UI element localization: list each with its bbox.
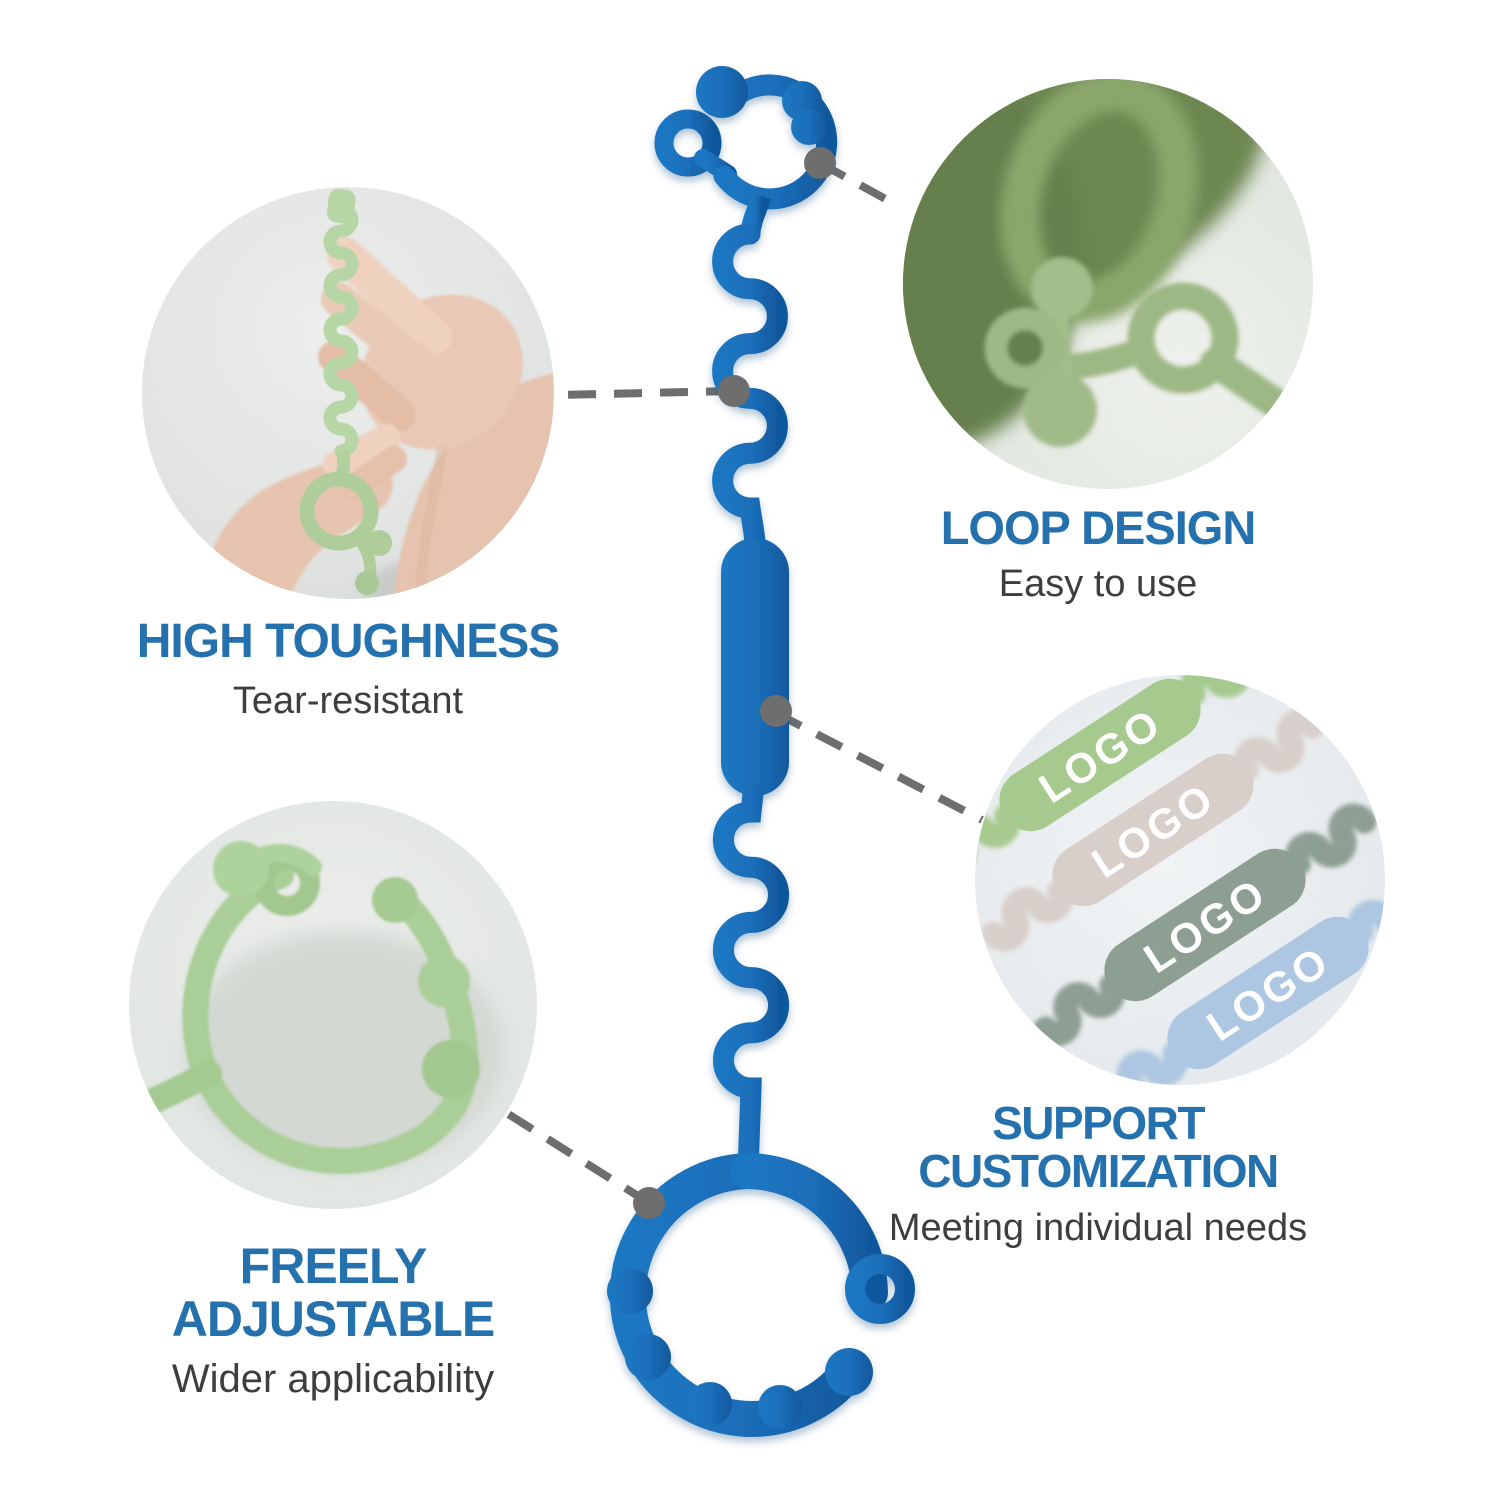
green-loop xyxy=(129,841,480,1174)
feature-subtitle: Meeting individual needs xyxy=(888,1206,1308,1249)
feature-title: HIGH TOUGHNESS xyxy=(136,615,561,668)
bead xyxy=(607,1268,653,1314)
feature-loop-design: LOOP DESIGN Easy to use xyxy=(848,503,1348,606)
bottom-small-ring xyxy=(845,1254,915,1324)
logo-straps-photo: LOGO LOGO LOGO LOGO xyxy=(975,675,1385,1085)
capsule-section xyxy=(721,538,789,796)
top-loop xyxy=(654,66,838,238)
photo-loop-design xyxy=(903,79,1313,489)
bead xyxy=(688,1382,732,1426)
bead xyxy=(696,66,748,118)
bead xyxy=(825,1348,873,1396)
callout-dot xyxy=(760,695,792,727)
feature-support-customization: SUPPORT CUSTOMIZATION Meeting individual… xyxy=(823,1099,1373,1249)
callout-line-customization xyxy=(774,709,984,824)
green-strap xyxy=(299,188,392,595)
callout-dot xyxy=(804,147,836,179)
feature-freely-adjustable: FREELY ADJUSTABLE Wider applicability xyxy=(83,1240,583,1401)
sage-loop-parts xyxy=(984,257,1313,447)
top-small-ring xyxy=(654,109,722,177)
feature-high-toughness: HIGH TOUGHNESS Tear-resistant xyxy=(98,615,598,723)
photo-freely-adjustable xyxy=(129,801,537,1209)
feature-subtitle: Wider applicability xyxy=(171,1357,495,1401)
lower-wave-section xyxy=(712,783,790,1182)
callout-dot xyxy=(633,1187,665,1219)
bottom-ring xyxy=(607,1153,915,1437)
callout-line-high-toughness xyxy=(555,387,735,399)
bead xyxy=(625,1334,671,1380)
bead xyxy=(791,109,827,145)
photo-support-customization: LOGO LOGO LOGO LOGO xyxy=(975,675,1385,1085)
adjustable-loop-photo xyxy=(129,801,537,1209)
feature-subtitle: Easy to use xyxy=(998,563,1198,606)
callout-line-freely-adjustable xyxy=(502,1108,652,1207)
photo-high-toughness xyxy=(142,187,554,599)
callout-dot xyxy=(718,375,750,407)
feature-title: LOOP DESIGN xyxy=(940,501,1257,554)
feature-subtitle: Tear-resistant xyxy=(232,680,464,723)
callout-dots xyxy=(633,147,836,1219)
bead xyxy=(758,1385,802,1429)
loop-closeup-photo xyxy=(903,79,1313,489)
feature-title: SUPPORT CUSTOMIZATION xyxy=(918,1097,1279,1198)
feature-title: FREELY ADJUSTABLE xyxy=(171,1238,495,1347)
hands-stretching-strap-photo xyxy=(142,187,554,599)
